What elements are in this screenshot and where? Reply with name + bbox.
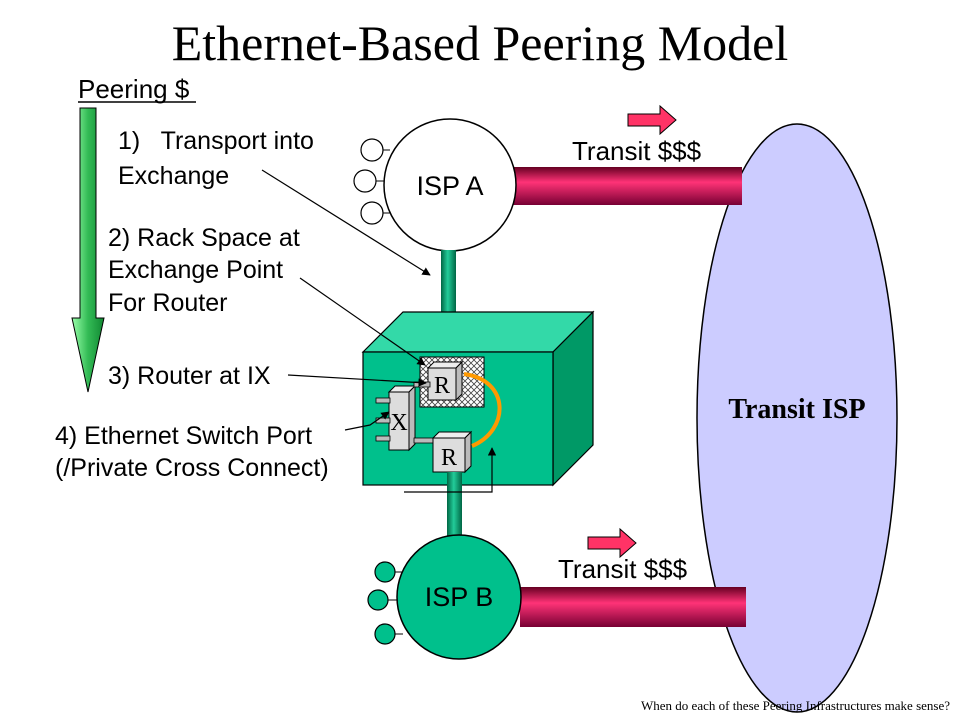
ethernet-switch: X [375,384,417,452]
pointer-cross-connect [404,447,497,493]
step-1-line-1: 1) Transport into [118,127,314,155]
pointer-step-1 [261,169,431,276]
step-4-line-2: (/Private Cross Connect) [55,454,329,482]
pointer-step-3 [287,374,427,387]
slide-title: Ethernet-Based Peering Model [172,15,788,71]
isp-b-customer-icons [367,561,403,645]
router-top: R [426,360,464,402]
transit-arrow-top [627,104,677,136]
footer-question: When do each of these Peering Infrastruc… [641,698,950,713]
transit-pipe-top [510,167,742,205]
peering-cost-arrow [71,107,105,393]
router-bottom-label: R [441,445,457,471]
transit-label-bottom: Transit $$$ [558,554,688,584]
transit-pipe-bottom [520,587,746,627]
switch-label: X [390,410,407,436]
transit-arrow-bottom [587,527,637,559]
private-cross-connect [463,372,502,448]
transit-label-top: Transit $$$ [572,136,702,166]
transit-isp-label: Transit ISP [728,394,865,425]
isp-a-customer-icons [353,138,390,225]
step-2-line-2: Exchange Point [108,256,283,284]
step-2-line-1: 2) Rack Space at [108,224,300,252]
switch-to-router-bottom-link [413,437,435,444]
isp-b-uplink-pipe [447,472,462,540]
pointer-step-4 [344,411,390,431]
peering-cost-label: Peering $ [78,74,190,104]
isp-a-label: ISP A [416,171,483,201]
router-bottom: R [431,430,473,474]
transit-isp-ellipse [696,123,898,713]
isp-b-node [396,534,522,660]
pointer-step-2 [299,277,426,366]
step-4-line-1: 4) Ethernet Switch Port [55,422,312,450]
router-top-label: R [434,373,450,399]
step-3: 3) Router at IX [108,362,271,390]
step-1-line-2: Exchange [118,162,229,190]
step-2-line-3: For Router [108,289,227,317]
isp-b-label: ISP B [425,582,494,612]
